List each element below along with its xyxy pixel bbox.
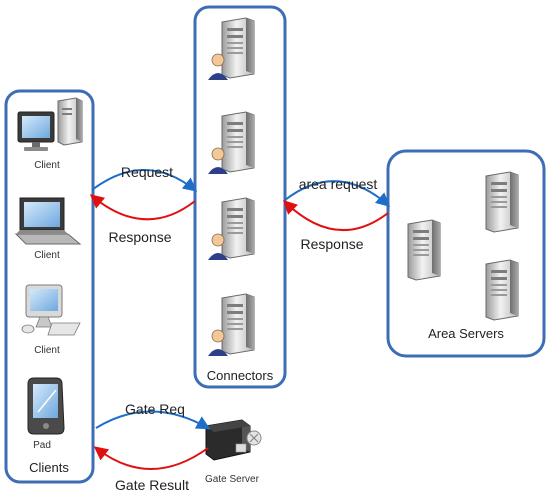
laptop-client-label: Client: [34, 250, 60, 261]
pad-label: Pad: [33, 440, 51, 451]
area-server-icon: [485, 259, 519, 321]
gate-server-icon: [205, 419, 262, 461]
imac-computer-icon: [21, 284, 81, 336]
response-arrow-left: [89, 194, 196, 221]
area-request-label: area request: [299, 176, 378, 192]
area-server-icon: [485, 171, 519, 233]
request-label: Request: [121, 164, 173, 180]
gate-req-label: Gate Req: [125, 401, 185, 417]
connectors-group-box: [193, 5, 287, 389]
response-label-right: Response: [300, 236, 363, 252]
imac-client-label: Client: [34, 345, 60, 356]
response-label-left: Response: [108, 229, 171, 245]
pad-device-icon: [27, 377, 65, 435]
area-request-arrow: [284, 180, 391, 207]
request-arrow: [91, 169, 198, 192]
clients-group-label: Clients: [29, 460, 69, 475]
gate-result-arrow: [93, 446, 209, 470]
connectors-group-label: Connectors: [207, 368, 274, 383]
gate-result-label: Gate Result: [115, 477, 189, 493]
desktop-computer-icon: [17, 97, 83, 151]
gate-req-arrow: [95, 410, 211, 430]
area-servers-group-label: Area Servers: [428, 326, 504, 341]
response-arrow-right: [282, 200, 389, 232]
desktop-client-label: Client: [34, 160, 60, 171]
laptop-computer-icon: [14, 197, 82, 245]
gate-server-label: Gate Server: [205, 474, 260, 485]
area-server-icon: [407, 219, 441, 281]
